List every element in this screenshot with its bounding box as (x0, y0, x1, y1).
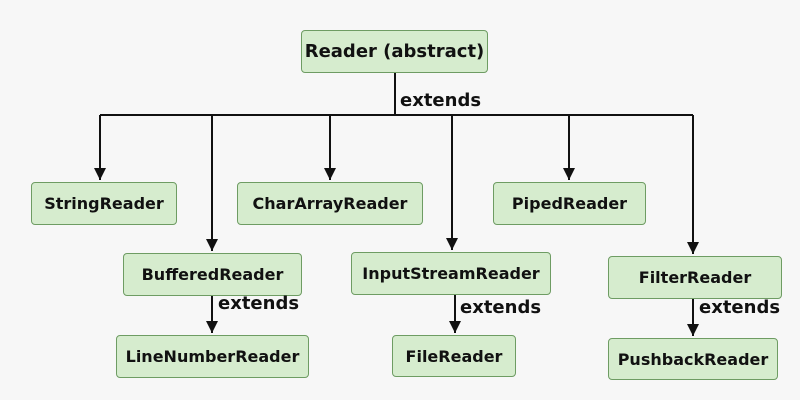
node-reader-abstract: Reader (abstract) (301, 30, 488, 73)
edge-label-filter-extends: extends (699, 297, 781, 318)
node-piped-reader: PipedReader (493, 182, 646, 225)
node-chararray-reader: CharArrayReader (237, 182, 423, 225)
node-file-reader: FileReader (392, 335, 516, 377)
node-inputstream-reader: InputStreamReader (351, 252, 551, 295)
node-string-reader: StringReader (31, 182, 177, 225)
node-linenumber-reader: LineNumberReader (116, 335, 309, 378)
node-filter-reader: FilterReader (608, 256, 782, 299)
node-buffered-reader: BufferedReader (123, 253, 302, 296)
node-pushback-reader: PushbackReader (608, 338, 778, 380)
edge-label-root-extends: extends (400, 90, 482, 111)
edge-label-buffered-extends: extends (218, 293, 300, 314)
edge-label-inputstream-extends: extends (460, 297, 542, 318)
